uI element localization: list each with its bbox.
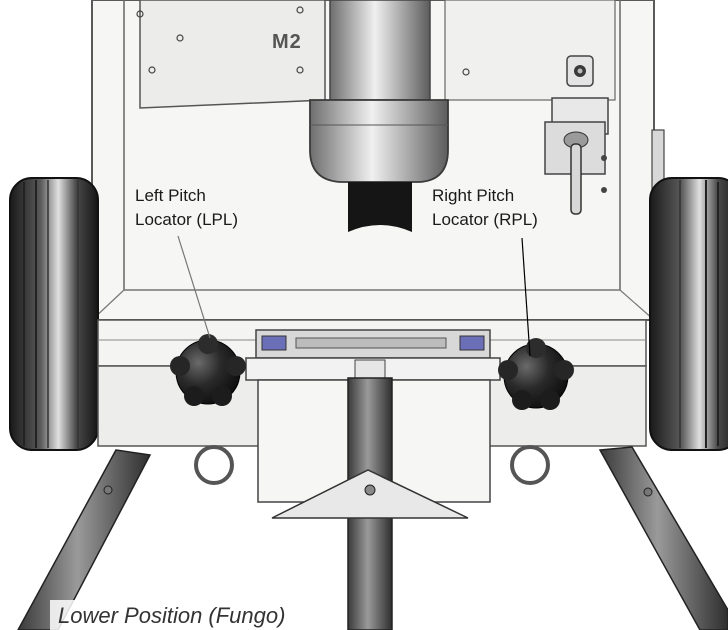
right-callout-line-2: Locator (RPL) xyxy=(432,210,538,229)
left-pitch-locator-knob[interactable] xyxy=(170,334,246,406)
side-switch xyxy=(544,97,609,215)
left-pitch-locator-label: Left Pitch Locator (LPL) xyxy=(135,184,238,232)
right-mount-plate xyxy=(444,0,616,101)
right-callout-line-1: Right Pitch xyxy=(432,186,515,205)
left-tire xyxy=(9,177,99,451)
left-callout-leader xyxy=(177,235,211,339)
figure-caption: Lower Position (Fungo) xyxy=(58,603,286,628)
right-pitch-locator-label: Right Pitch Locator (RPL) xyxy=(432,184,538,232)
plate-marking: M2 xyxy=(272,31,302,53)
right-tire xyxy=(649,177,728,451)
right-callout-leader xyxy=(521,237,531,357)
right-pitch-locator-knob[interactable] xyxy=(498,338,574,410)
upper-mount-plate: M2 xyxy=(136,0,326,109)
caption-backdrop xyxy=(50,600,340,630)
center-post xyxy=(271,377,469,630)
launch-head xyxy=(309,0,449,232)
front-legs xyxy=(17,446,728,630)
left-callout-line-2: Locator (LPL) xyxy=(135,210,238,229)
left-callout-line-1: Left Pitch xyxy=(135,186,206,205)
